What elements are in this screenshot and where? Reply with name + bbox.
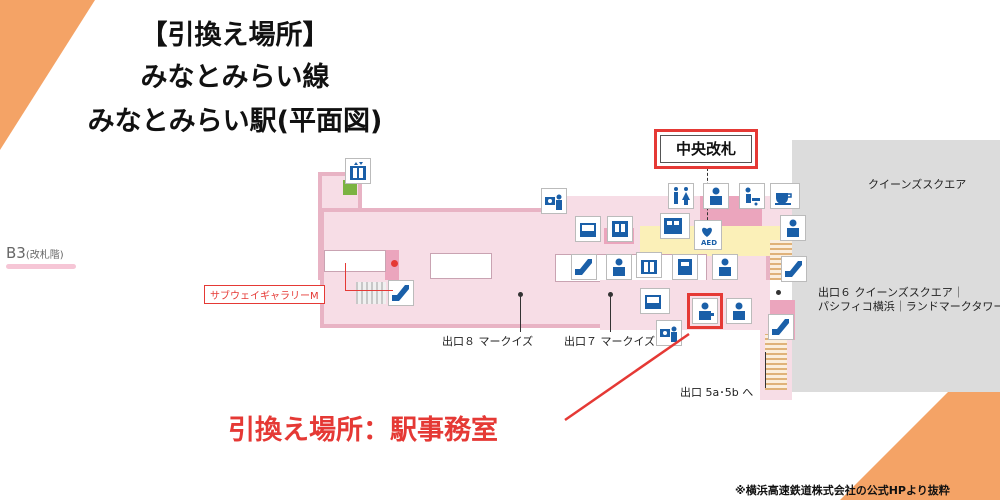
floor-code: B3 (6, 244, 26, 262)
central-gate-highlight (654, 129, 758, 169)
queens-square-label: クイーンズスクエア (868, 178, 967, 191)
staff-icon-lower (726, 298, 752, 324)
exit7-label: 出口７ マークイズ (564, 335, 656, 348)
info-staff-icon-gate (703, 183, 729, 209)
exit6-label-line2: パシフィコ横浜｜ランドマークタワー (818, 300, 1000, 313)
exit7-line (610, 296, 611, 332)
escalator-icon-left (571, 254, 597, 280)
exit6-dot (776, 290, 781, 295)
ticket-machine-icon (607, 216, 633, 242)
restroom-icon (668, 183, 694, 209)
annotation-arrow (564, 332, 690, 422)
staff-icon-platform (606, 254, 632, 280)
exit8-label: 出口８ マークイズ (442, 335, 534, 348)
ticket-machine-icon-top (660, 213, 690, 239)
aed-icon: AED (694, 220, 722, 250)
gallery-leader (345, 263, 393, 291)
locker-icon (575, 216, 601, 242)
floor-note: (改札階) (25, 250, 64, 261)
cafe-icon (770, 183, 800, 209)
camera-ticket-icon (541, 188, 567, 214)
queens-square-area (792, 140, 1000, 392)
exit8-dot (518, 292, 523, 297)
staff-icon-center (712, 254, 738, 280)
stairs-right (765, 334, 787, 390)
exit7-dot (608, 292, 613, 297)
staff-icon-right (780, 215, 806, 241)
floor-label: B3(改札階) (6, 243, 64, 262)
escalator-icon-right (781, 256, 807, 282)
escalator-icon-lower-left (388, 280, 414, 306)
pillar-center (430, 253, 492, 279)
elevator-icon (345, 158, 371, 184)
exit8-line (520, 296, 521, 332)
fare-adjust-icon (672, 254, 698, 280)
gallery-marker (391, 260, 398, 267)
central-gate-label: 中央改札 (660, 135, 752, 163)
exit5-label: 出口 5a･5b へ (680, 386, 754, 399)
source-note: ※横浜高速鉄道株式会社の公式HPより抜粋 (735, 484, 950, 497)
floor-label-underline (6, 264, 76, 269)
title-line-2: みなとみらい線 (140, 62, 330, 93)
locker-icon-lower (640, 288, 670, 314)
corner-decoration-top-left (0, 0, 95, 150)
station-office-icon[interactable] (692, 298, 718, 324)
escalator-icon-lower-right (768, 314, 794, 340)
pillar-left (324, 250, 386, 272)
exit6-label-line1: 出口６ クイーンズスクエア｜ (818, 286, 964, 299)
elevator-icon-platform (636, 252, 662, 278)
exchange-place-annotation: 引換え場所：駅事務室 (228, 415, 498, 446)
stairs-lower-left (356, 282, 386, 304)
aed-label: AED (701, 239, 718, 247)
station-office-highlight (687, 293, 723, 329)
exit5-line (765, 352, 766, 388)
subway-gallery-label: サブウェイギャラリーM (204, 285, 325, 304)
nursing-room-icon (739, 183, 765, 209)
title-line-3: みなとみらい駅(平面図) (87, 106, 383, 137)
title-line-1: 【引換え場所】 (140, 20, 330, 51)
